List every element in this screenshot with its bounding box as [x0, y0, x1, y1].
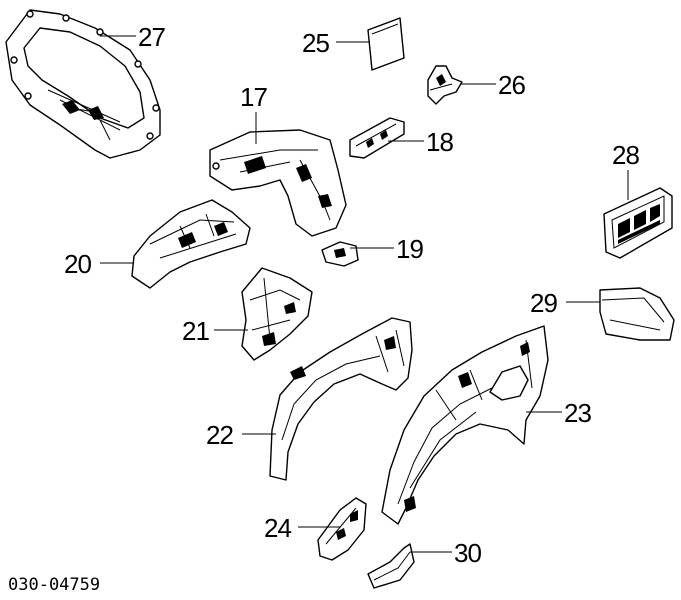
callout-21: 21 — [182, 316, 209, 346]
callout-24: 24 — [264, 513, 291, 543]
part-17 — [209, 129, 347, 237]
callout-23: 23 — [564, 398, 591, 428]
callout-26: 26 — [498, 70, 525, 100]
callout-18: 18 — [426, 127, 453, 157]
callout-30: 30 — [454, 538, 481, 568]
part-26 — [427, 65, 463, 105]
callout-17: 17 — [240, 82, 267, 112]
part-19 — [321, 241, 359, 267]
part-23 — [381, 325, 549, 525]
part-22 — [269, 317, 413, 481]
part-29 — [599, 287, 675, 341]
callout-22: 22 — [206, 420, 233, 450]
part-25 — [367, 17, 405, 71]
part-27 — [5, 9, 161, 159]
callout-27: 27 — [138, 22, 165, 52]
callout-labels: 27 25 26 17 18 28 19 20 29 21 22 23 24 3… — [64, 22, 640, 568]
callout-25: 25 — [302, 28, 329, 58]
part-24 — [317, 497, 367, 561]
leader-lines — [100, 35, 629, 553]
part-20 — [131, 199, 251, 289]
callout-20: 20 — [64, 249, 91, 279]
part-18 — [349, 117, 405, 159]
callout-28: 28 — [612, 140, 639, 170]
part-21 — [241, 267, 313, 361]
part-28 — [603, 187, 673, 259]
part-30 — [367, 543, 415, 589]
callout-19: 19 — [396, 234, 423, 264]
diagram-code: 030-04759 — [8, 575, 100, 595]
callout-29: 29 — [530, 288, 557, 318]
